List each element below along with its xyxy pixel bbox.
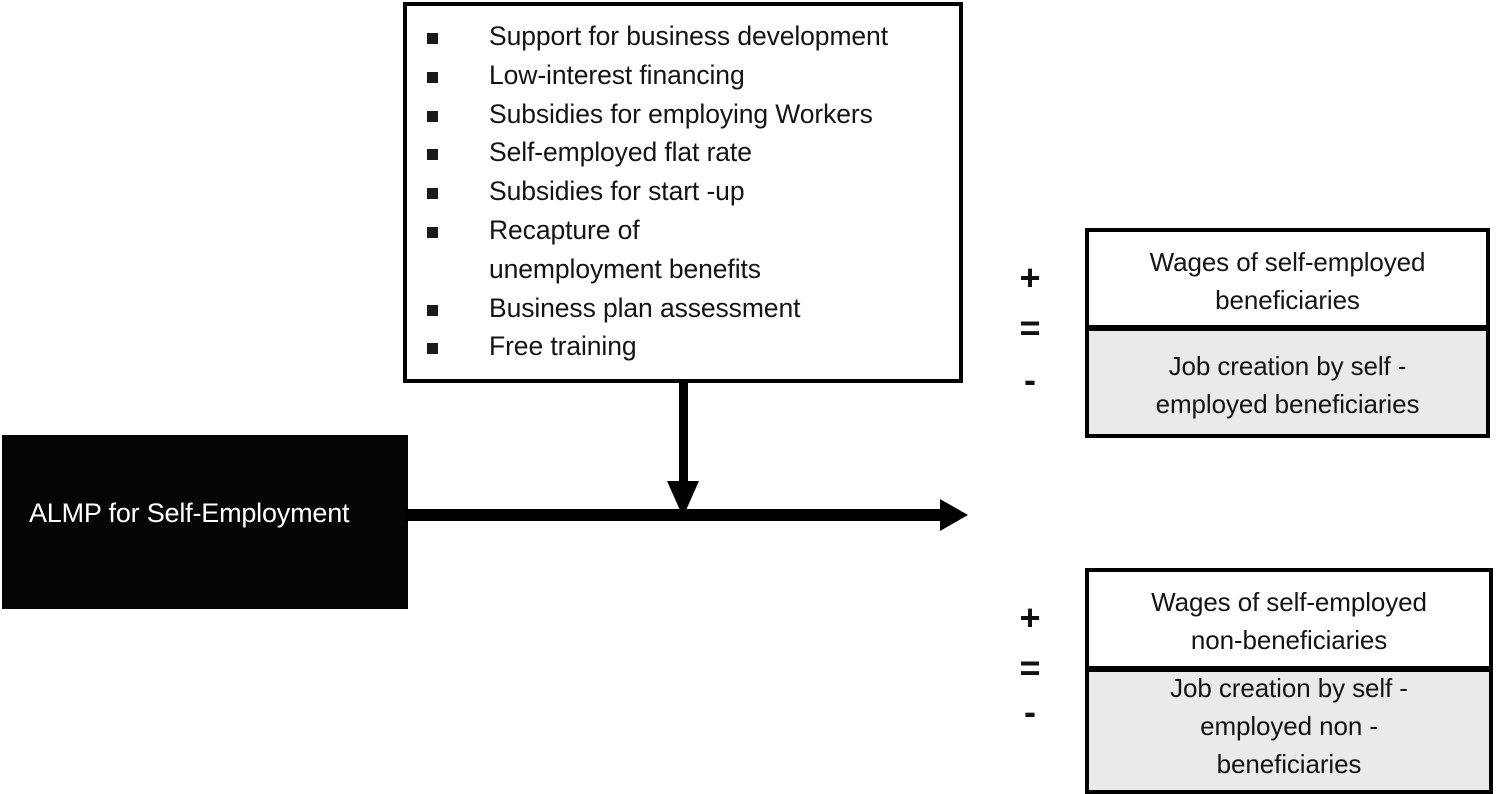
square-bullet-icon bbox=[427, 149, 438, 161]
square-bullet-icon bbox=[427, 226, 438, 238]
interventions-list: Support for business development Low-int… bbox=[407, 6, 959, 366]
intervention-label: Recapture of unemployment benefits bbox=[489, 214, 761, 284]
right-arrow-head-icon bbox=[940, 499, 968, 531]
intervention-label: Subsidies for employing Workers bbox=[489, 98, 873, 129]
outcome-box-jobcreation-non-beneficiaries: Job creation by self - employed non - be… bbox=[1085, 668, 1493, 794]
intervention-label: Self-employed flat rate bbox=[489, 137, 752, 168]
outcome-line: Job creation by self - bbox=[1168, 351, 1407, 381]
minus-operator: - bbox=[1024, 359, 1036, 400]
outcome-line: beneficiaries bbox=[1216, 749, 1362, 779]
square-bullet-icon bbox=[427, 343, 438, 355]
outcome-line: Job creation by self - bbox=[1170, 673, 1408, 703]
square-bullet-icon bbox=[427, 188, 438, 200]
intervention-label: Low-interest financing bbox=[489, 59, 745, 90]
equals-operator: = bbox=[1019, 307, 1041, 348]
outcome-line: employed beneficiaries bbox=[1155, 389, 1420, 419]
outcome-line: beneficiaries bbox=[1215, 285, 1360, 315]
program-box-label: ALMP for Self-Employment bbox=[29, 498, 350, 528]
minus-operator: - bbox=[1024, 691, 1036, 732]
list-item: Business plan assessment bbox=[407, 289, 959, 328]
plus-operator: + bbox=[1019, 597, 1041, 638]
list-item: Self-employed flat rate bbox=[407, 133, 959, 172]
list-item: Subsidies for employing Workers bbox=[407, 95, 959, 134]
operator-stack: + = - bbox=[1000, 260, 1060, 398]
outcome-line: Wages of self-employed bbox=[1149, 247, 1426, 277]
program-box: ALMP for Self-Employment bbox=[2, 435, 408, 609]
square-bullet-icon bbox=[427, 33, 438, 44]
right-arrow-icon bbox=[405, 509, 949, 521]
outcome-box-wages-beneficiaries: Wages of self-employed beneficiaries bbox=[1085, 228, 1490, 329]
intervention-label: Business plan assessment bbox=[489, 292, 801, 323]
operator-stack: + = - bbox=[1000, 600, 1060, 730]
list-item: Free training bbox=[407, 327, 959, 366]
square-bullet-icon bbox=[427, 71, 438, 83]
equals-operator: = bbox=[1019, 647, 1041, 688]
square-bullet-icon bbox=[427, 304, 438, 316]
outcome-box-jobcreation-beneficiaries: Job creation by self - employed benefici… bbox=[1085, 327, 1490, 438]
outcome-line: non-beneficiaries bbox=[1190, 625, 1388, 655]
intervention-label: Support for business development bbox=[489, 21, 888, 51]
plus-operator: + bbox=[1019, 257, 1041, 298]
list-item: Subsidies for start -up bbox=[407, 172, 959, 211]
intervention-label: Subsidies for start -up bbox=[489, 176, 745, 207]
outcome-line: Wages of self-employed bbox=[1151, 587, 1427, 617]
square-bullet-icon bbox=[427, 110, 438, 122]
interventions-box: Support for business development Low-int… bbox=[403, 2, 963, 383]
outcome-line: employed non - bbox=[1200, 711, 1378, 741]
outcome-box-wages-non-beneficiaries: Wages of self-employed non-beneficiaries bbox=[1085, 568, 1493, 670]
outcome-group-beneficiaries: + = - Wages of self-employed beneficiari… bbox=[1000, 228, 1490, 438]
list-item: Recapture of unemployment benefits bbox=[407, 211, 959, 289]
outcome-group-non-beneficiaries: + = - Wages of self-employed non-benefic… bbox=[1000, 568, 1493, 794]
list-item: Low-interest financing bbox=[407, 56, 959, 95]
down-arrow-icon bbox=[679, 381, 688, 485]
list-item: Support for business development bbox=[407, 17, 959, 56]
intervention-label: Free training bbox=[489, 331, 637, 362]
